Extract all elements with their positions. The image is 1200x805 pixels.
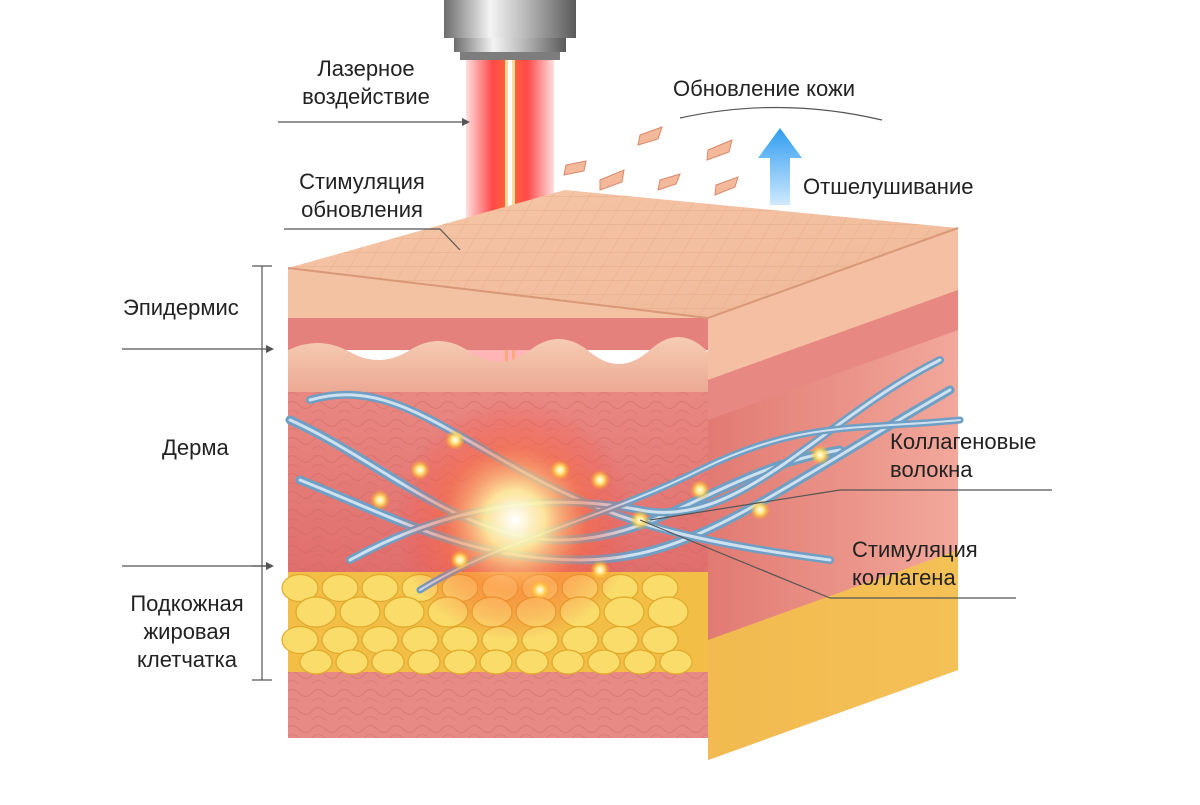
fat-cell: [371, 649, 405, 675]
spark: [590, 560, 610, 580]
label-stimulation-renewal: Стимуляция обновления: [282, 168, 442, 224]
label-collagen-stimulation-line2: коллагена: [852, 565, 956, 590]
fat-cell: [281, 573, 319, 603]
label-subcutaneous-line1: Подкожная: [130, 591, 244, 616]
label-laser: Лазерное воздействие: [276, 55, 456, 111]
fat-cell: [479, 649, 513, 675]
fat-cell: [383, 596, 425, 628]
spark: [690, 480, 710, 500]
label-subcutaneous-line3: клетчатка: [137, 647, 237, 672]
fat-cell: [299, 649, 333, 675]
arrow-up-icon: [758, 128, 802, 205]
fat-cell: [623, 649, 657, 675]
fat-cell: [321, 573, 359, 603]
fat-cell: [443, 649, 477, 675]
label-skin-renewal: Обновление кожи: [673, 76, 856, 101]
fat-cell: [601, 625, 639, 655]
sparks: [370, 430, 830, 600]
spark: [450, 550, 470, 570]
spark: [810, 445, 830, 465]
label-collagen-stimulation-line1: Стимуляция: [852, 537, 978, 562]
label-collagen-fibers-line1: Коллагеновые: [890, 429, 1037, 454]
spark: [550, 460, 570, 480]
label-dermis: Дерма: [162, 435, 229, 460]
label-stimulation-renewal-line1: Стимуляция: [299, 169, 425, 194]
fat-cell: [515, 649, 549, 675]
label-collagen-fibers-line2: волокна: [890, 457, 973, 482]
label-collagen-fibers: Коллагеновые волокна: [890, 428, 1036, 484]
spark: [410, 460, 430, 480]
label-laser-line1: Лазерное: [317, 56, 415, 81]
fat-cell: [659, 649, 693, 675]
fat-cell: [335, 649, 369, 675]
fat-cell: [641, 625, 679, 655]
laser-burst: [395, 400, 635, 640]
fat-cell: [551, 649, 585, 675]
spark: [590, 470, 610, 490]
fat-cell: [401, 625, 439, 655]
fat-cell: [647, 596, 689, 628]
fat-cell: [587, 649, 621, 675]
fat-cell: [603, 596, 645, 628]
label-stimulation-renewal-line2: обновления: [301, 197, 423, 222]
fat-cell: [361, 625, 399, 655]
spark: [370, 490, 390, 510]
fat-cell: [361, 573, 399, 603]
spark: [530, 580, 550, 600]
spark: [750, 500, 770, 520]
label-exfoliation: Отшелушивание: [803, 174, 974, 199]
spark: [445, 430, 465, 450]
label-subcutaneous: Подкожная жировая клетчатка: [112, 590, 262, 674]
label-subcutaneous-line2: жировая: [143, 619, 231, 644]
laser-emitter-icon: [444, 0, 576, 60]
skin-flake-icon: [563, 126, 739, 196]
fat-cell: [295, 596, 337, 628]
fat-cell: [407, 649, 441, 675]
fat-cell: [281, 625, 319, 655]
label-laser-line2: воздействие: [302, 84, 430, 109]
leader-lines: [122, 106, 1052, 681]
fat-cell: [339, 596, 381, 628]
label-collagen-stimulation: Стимуляция коллагена: [852, 536, 978, 592]
label-epidermis: Эпидермис: [123, 295, 239, 320]
